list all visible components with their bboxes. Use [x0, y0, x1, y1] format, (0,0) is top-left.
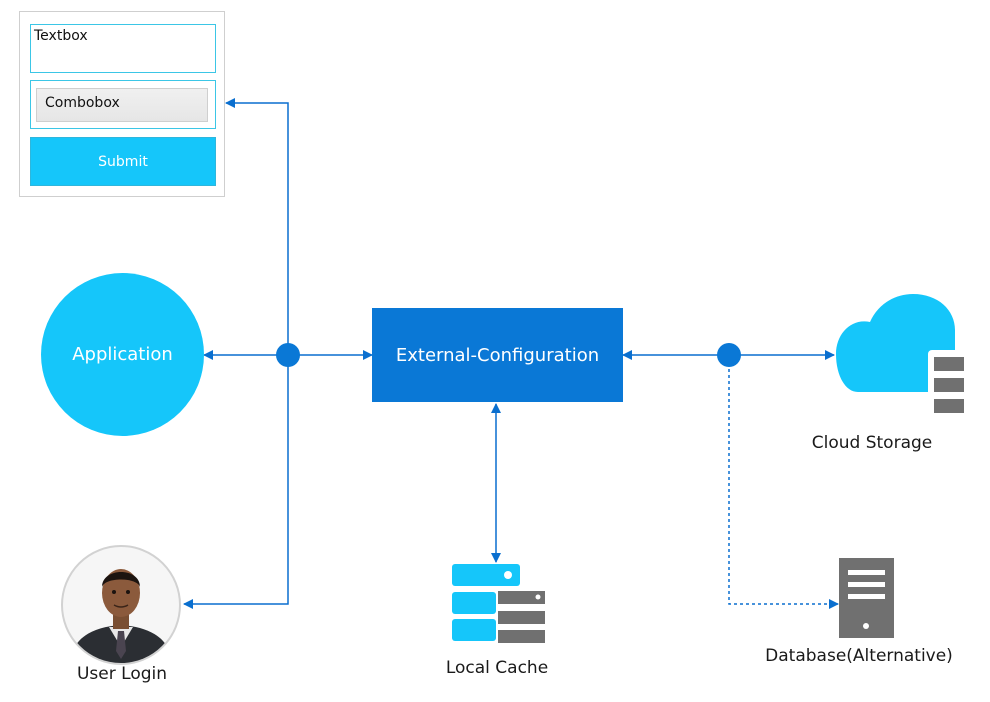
user-portrait-icon [69, 569, 173, 663]
combobox-label: Combobox [45, 95, 120, 111]
combobox-select[interactable]: Combobox [36, 88, 208, 122]
textbox-label: Textbox [34, 28, 88, 44]
submit-button[interactable]: Submit [30, 137, 216, 186]
user-avatar [61, 545, 181, 665]
database-server-icon [839, 558, 894, 638]
right-connectors [622, 350, 839, 609]
local-cache-label: Local Cache [445, 658, 549, 678]
connector-to-database [728, 369, 839, 609]
external-configuration-node: External-Configuration [372, 308, 623, 402]
user-login-label: User Login [76, 664, 168, 684]
left-connectors [183, 98, 373, 609]
left-hub-dot [276, 343, 300, 367]
login-form-panel: Textbox Combobox Submit [19, 11, 225, 197]
application-node: Application [41, 273, 204, 436]
textbox-input[interactable]: Textbox [30, 24, 216, 73]
cloud-storage-icon [836, 294, 964, 418]
local-cache-icon [452, 564, 545, 643]
connector-to-form [225, 98, 289, 355]
database-label: Database(Alternative) [765, 646, 953, 666]
connector-to-user-login [183, 355, 289, 609]
combobox-container: Combobox [30, 80, 216, 129]
right-hub-dot [717, 343, 741, 367]
cloud-storage-label: Cloud Storage [811, 433, 933, 453]
